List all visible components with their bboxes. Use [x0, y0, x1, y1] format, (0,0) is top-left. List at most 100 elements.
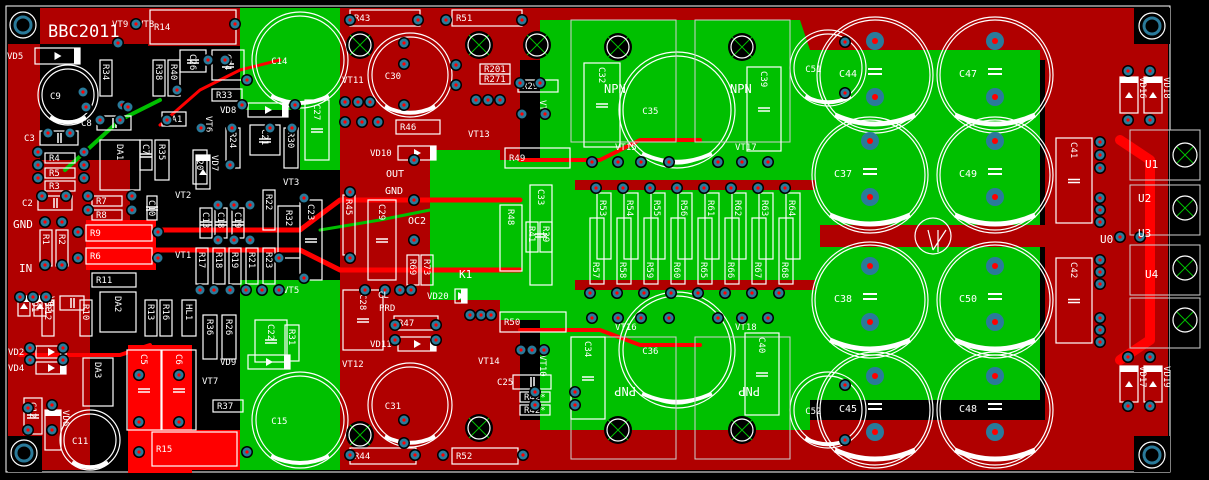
u3-label: U3 — [1138, 227, 1151, 240]
transistor-label: VT1 — [175, 251, 191, 261]
component-label: C40 — [756, 337, 766, 353]
pad — [692, 287, 704, 299]
transistor-vt14: VT14 — [478, 357, 500, 367]
pad — [1094, 266, 1106, 278]
pad — [57, 342, 69, 354]
component-label: C39 — [758, 71, 768, 87]
mounting-hole-top-right — [1134, 8, 1170, 44]
component-label: R201 — [484, 65, 506, 75]
resistor-label: R65 — [698, 262, 708, 278]
component-label: R13 — [145, 304, 155, 320]
capacitor-c6: C6 — [161, 349, 197, 431]
pad — [1094, 324, 1106, 336]
transistor-vt9: VT9 — [112, 20, 128, 30]
component-label: R52 — [456, 452, 472, 462]
component-label: C4 — [44, 299, 55, 309]
component-label: R34 — [100, 64, 110, 80]
component-label: R4 — [49, 154, 60, 164]
capacitor-c2: C2 — [22, 195, 73, 211]
pad — [40, 291, 52, 303]
k1-label: K1 — [459, 268, 472, 281]
component-label: R12 — [42, 304, 52, 320]
resistor-r40: R40 — [167, 59, 181, 97]
pad — [240, 284, 252, 296]
capacitor-label: C37 — [834, 169, 852, 180]
pad — [590, 182, 602, 194]
component-label: R43 — [354, 14, 370, 24]
transistor-label: VT16 — [615, 323, 637, 333]
pad — [638, 287, 650, 299]
pad — [133, 416, 145, 428]
resistor-r48: R48 — [499, 204, 523, 272]
resistor-r58: R58 — [616, 217, 632, 285]
pad — [1144, 114, 1156, 126]
u4-label: U4 — [1145, 268, 1159, 281]
resistor-r34: R34 — [99, 59, 113, 97]
npn-label-1: NPN — [604, 82, 626, 96]
diode-vd8: VD8 — [220, 102, 289, 118]
capacitor-c37: C37 — [811, 116, 929, 234]
transistor-label: VT5 — [283, 286, 299, 296]
pad — [78, 146, 90, 158]
resistor-label: R67 — [752, 262, 762, 278]
transistor-label: VT9 — [112, 20, 128, 30]
component-label: R32 — [283, 210, 293, 226]
pad — [32, 159, 44, 171]
pad — [611, 287, 623, 299]
component-label: R20 — [194, 154, 204, 170]
resistor-r60: R60 — [670, 217, 686, 285]
pad — [450, 79, 462, 91]
pad — [752, 182, 764, 194]
pad — [1094, 136, 1106, 148]
capacitor-label: C35 — [642, 107, 658, 117]
pad — [586, 312, 598, 324]
capacitor-label: C45 — [839, 404, 857, 415]
capacitor-label: C48 — [959, 404, 977, 415]
pad — [526, 344, 538, 356]
pad — [430, 319, 442, 331]
component-label: R19 — [229, 252, 239, 268]
gnd-input-label: GND — [13, 218, 33, 231]
pad — [1094, 312, 1106, 324]
pad — [256, 284, 268, 296]
resistor-r20: R20 — [192, 149, 208, 185]
out-label: OUT — [386, 169, 404, 180]
pad — [133, 446, 145, 458]
component-label: R17 — [196, 252, 206, 268]
component-label: R3 — [49, 182, 60, 192]
pad — [77, 86, 89, 98]
resistor-r23: R23 — [262, 247, 276, 285]
component-label: R1 — [40, 234, 50, 245]
resistor-r73: R73 — [420, 254, 434, 286]
resistor-r271: R271 — [479, 73, 511, 85]
component-label: C32 — [596, 67, 606, 83]
pad — [839, 434, 851, 446]
pad — [241, 446, 253, 458]
capacitor-c39: C39 — [746, 66, 782, 152]
capacitor-label: C38 — [834, 294, 852, 305]
component-label: R6 — [90, 252, 101, 262]
pad — [356, 116, 368, 128]
pad — [14, 291, 26, 303]
capacitor-label: C51 — [805, 65, 821, 75]
resistor-r16: R16 — [159, 299, 173, 337]
capacitor-label: C36 — [642, 347, 658, 357]
capacitor-label: C52 — [805, 407, 821, 417]
pad — [1094, 336, 1106, 348]
resistor-r31: R31 — [284, 324, 300, 362]
pad — [298, 192, 310, 204]
resistor-r18: R18 — [212, 247, 226, 285]
pad — [152, 252, 164, 264]
pad — [126, 190, 138, 202]
pad — [569, 399, 581, 411]
pad — [665, 287, 677, 299]
resistor-r13: R13 — [144, 299, 158, 337]
u1-label: U1 — [1145, 158, 1158, 171]
resistor-r68: R68 — [778, 217, 794, 285]
component-label: R51 — [456, 14, 472, 24]
pad — [762, 312, 774, 324]
resistor-r11: R11 — [91, 272, 137, 288]
transistor-vt16: VT16 — [615, 323, 637, 333]
component-label: C29 — [376, 204, 386, 220]
